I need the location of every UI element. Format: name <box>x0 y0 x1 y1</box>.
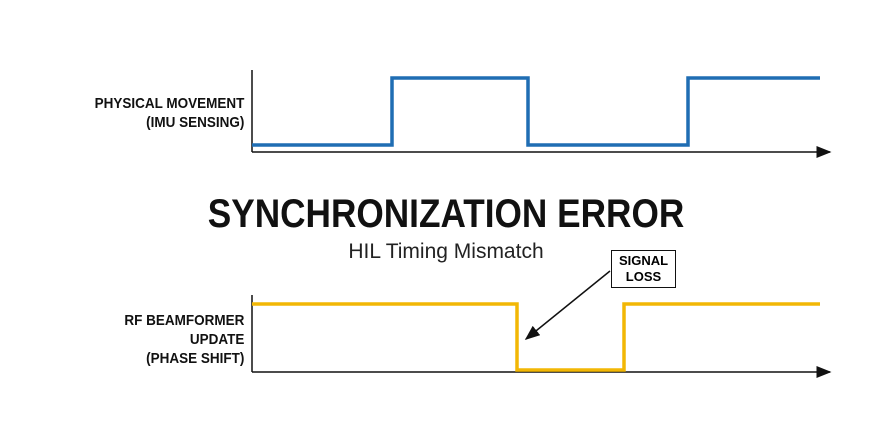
diagram-subtitle: HIL Timing Mismatch <box>348 240 544 263</box>
bottom-axes <box>251 295 832 378</box>
rf-label-line3: (PHASE SHIFT) <box>145 350 244 367</box>
rf-label-line1: RF BEAMFORMER <box>124 312 244 329</box>
callout-arrow <box>524 270 611 340</box>
diagram-title: SYNCHRONIZATION ERROR <box>207 192 685 236</box>
imu-label-line1: PHYSICAL MOVEMENT <box>94 95 244 112</box>
rf-signal-waveform <box>252 302 820 372</box>
imu-label-line2: (IMU SENSING) <box>145 114 244 131</box>
top-axes <box>251 70 832 158</box>
rf-label-line2: UPDATE <box>189 331 244 348</box>
imu-label: PHYSICAL MOVEMENT (IMU SENSING) <box>94 94 244 132</box>
rf-label: RF BEAMFORMER UPDATE (PHASE SHIFT) <box>124 311 244 368</box>
signal-loss-callout: SIGNAL LOSS <box>611 250 676 288</box>
imu-signal-waveform <box>252 76 820 147</box>
callout-line2: LOSS <box>625 269 662 284</box>
callout-line1: SIGNAL <box>618 253 669 268</box>
